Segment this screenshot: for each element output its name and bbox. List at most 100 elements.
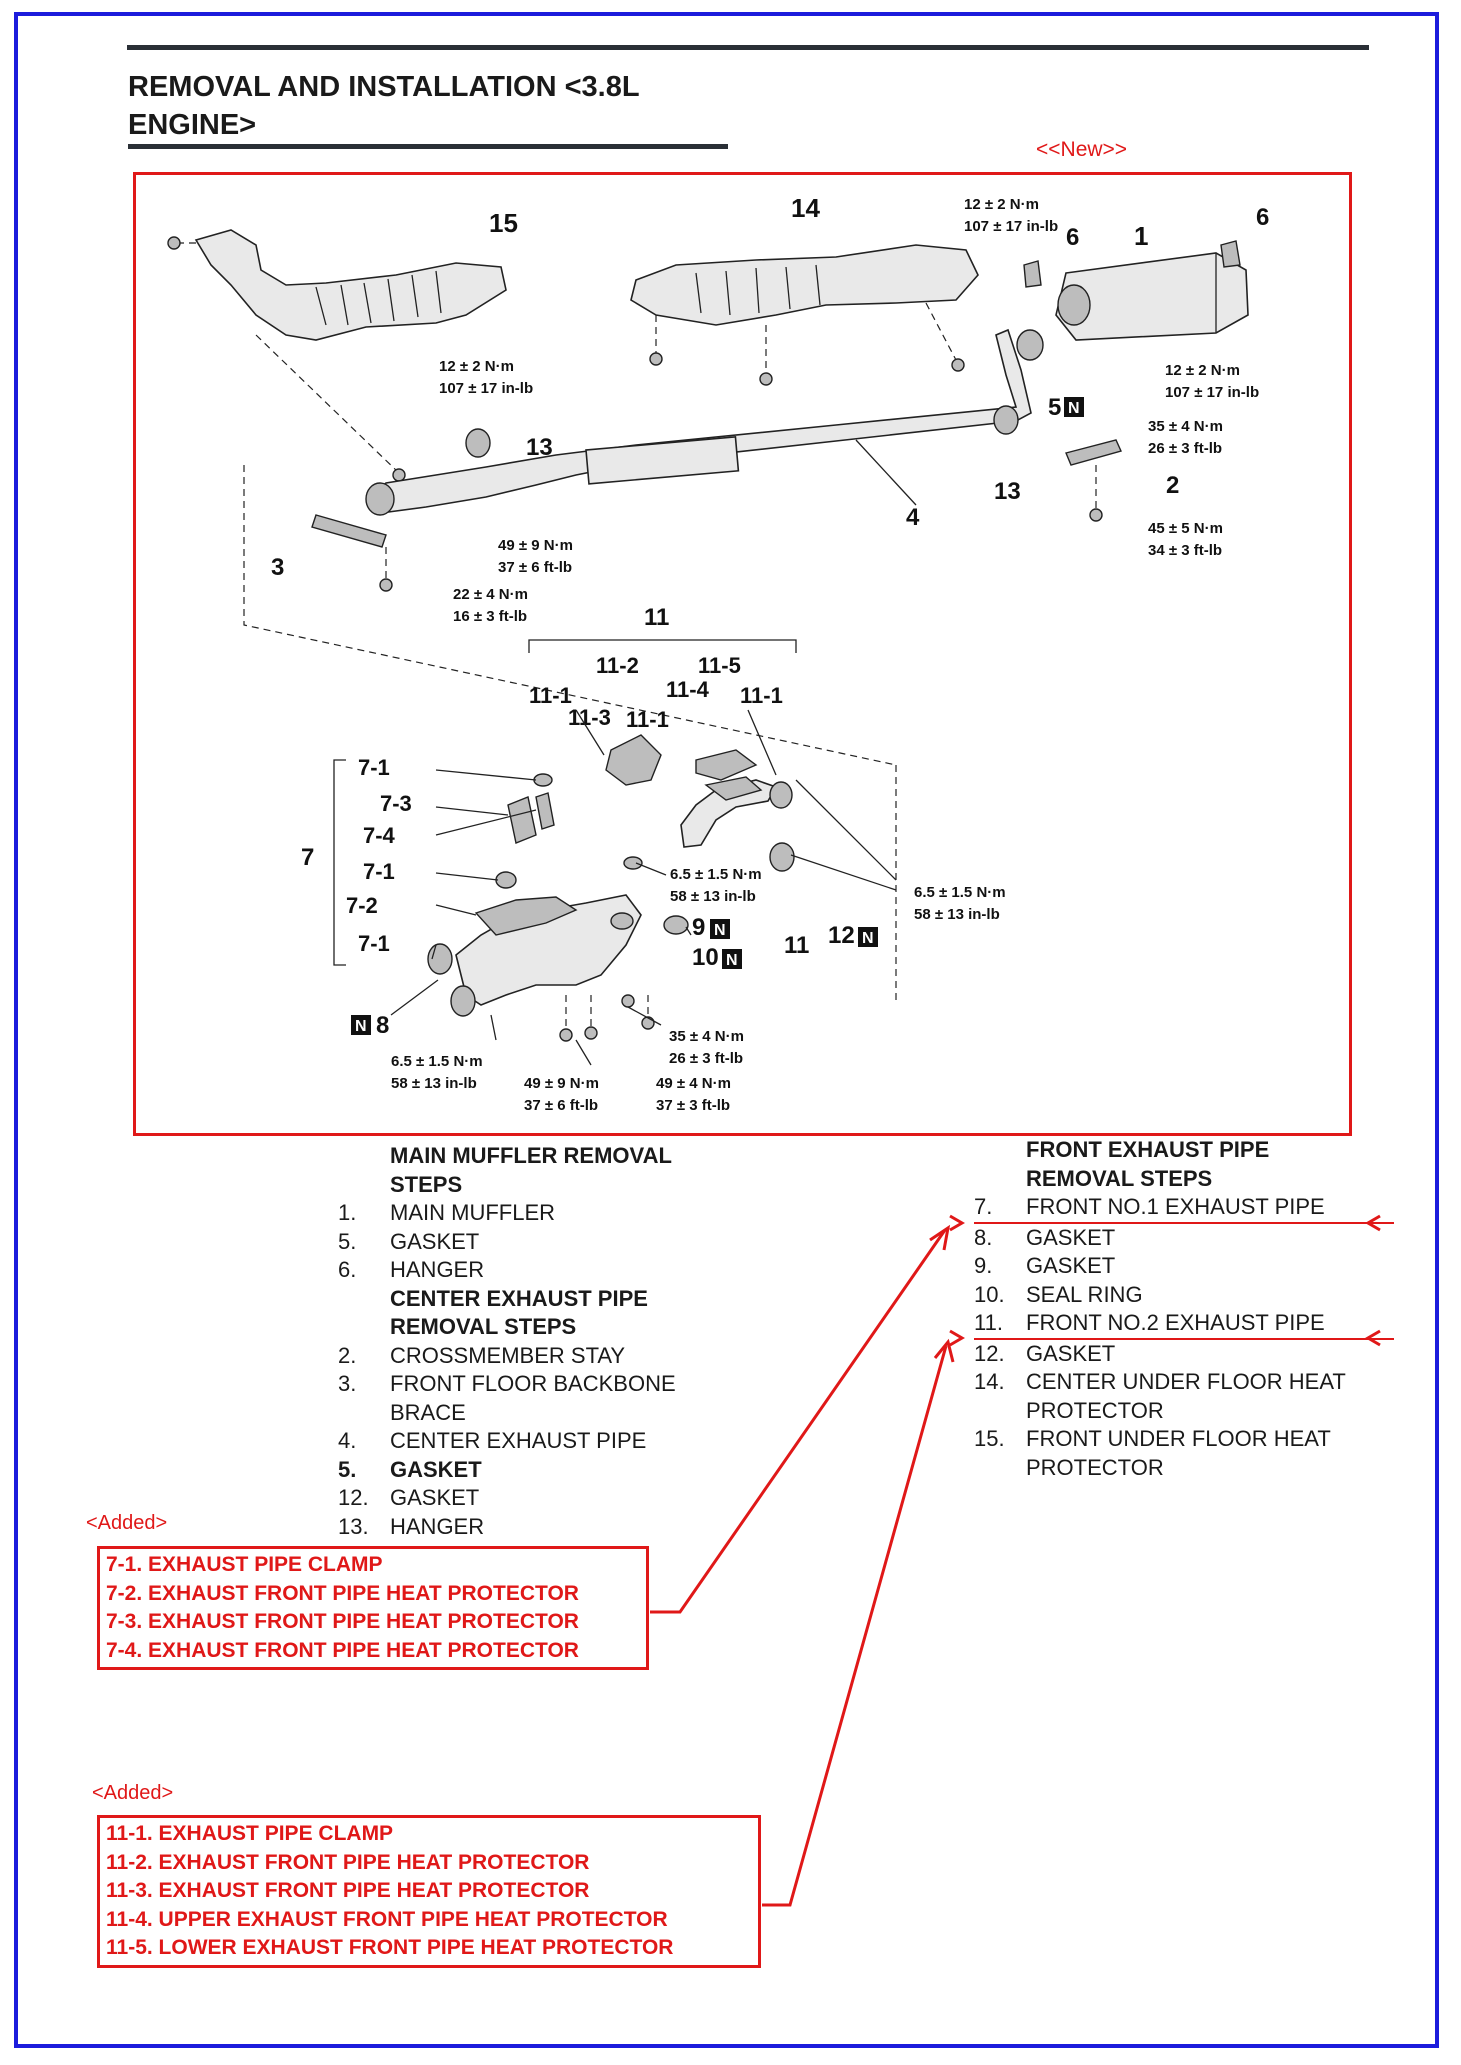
torque-9b: 58 ± 13 in-lb bbox=[670, 888, 756, 905]
new-mark-9-text: N bbox=[714, 922, 726, 939]
callout-11-2: 11-2 bbox=[596, 653, 639, 678]
torque-2b: 107 ± 17 in-lb bbox=[964, 218, 1058, 235]
torque-4b: 26 ± 3 ft-lb bbox=[1148, 440, 1222, 457]
part-6-hanger-b bbox=[1220, 240, 1241, 268]
added-tag-2: <Added> bbox=[92, 1782, 174, 1804]
new-mark-9 bbox=[710, 919, 730, 939]
callout-4: 4 bbox=[906, 504, 920, 531]
torque-6a: 49 ± 9 N·m bbox=[498, 537, 573, 554]
new-mark-8-text: N bbox=[355, 1018, 367, 1035]
list-item: 6.HANGER bbox=[338, 1257, 485, 1282]
part-11-5-protector bbox=[704, 776, 763, 801]
new-mark-8 bbox=[351, 1015, 371, 1035]
added-box-1: 7-1. EXHAUST PIPE CLAMP 7-2. EXHAUST FRO… bbox=[97, 1546, 649, 1670]
new-mark-10-text: N bbox=[726, 952, 738, 969]
callout-14: 14 bbox=[791, 193, 820, 223]
callout-15: 15 bbox=[489, 208, 518, 238]
torque-9a: 6.5 ± 1.5 N·m bbox=[670, 866, 762, 883]
added-2-item: 11-1. EXHAUST PIPE CLAMP bbox=[106, 1822, 394, 1845]
part-13-hanger bbox=[465, 428, 491, 458]
list-item: 13.HANGER bbox=[338, 1513, 485, 1539]
added-2-item: 11-4. UPPER EXHAUST FRONT PIPE HEAT PROT… bbox=[106, 1907, 668, 1931]
part-7-2-protector bbox=[474, 896, 578, 936]
main-muffler-header-2: STEPS bbox=[390, 1171, 463, 1197]
list-item: 4.CENTER EXHAUST PIPE bbox=[338, 1428, 647, 1453]
callout-11-3: 11-3 bbox=[568, 705, 611, 730]
list-item: 12.GASKET bbox=[974, 1340, 1116, 1366]
list-item: 1.MAIN MUFFLER bbox=[338, 1200, 555, 1225]
torque-7a: 22 ± 4 N·m bbox=[453, 586, 528, 603]
center-pipe-header-1: CENTER EXHAUST PIPE bbox=[390, 1285, 648, 1311]
part-1-main-muffler bbox=[1055, 252, 1249, 341]
list-item: PROTECTOR bbox=[1026, 1454, 1164, 1480]
torque-3b: 107 ± 17 in-lb bbox=[1165, 384, 1259, 401]
front-pipe-header-1: FRONT EXHAUST PIPE bbox=[1026, 1137, 1270, 1162]
torque-11a: 6.5 ± 1.5 N·m bbox=[914, 884, 1006, 901]
callout-7: 7 bbox=[301, 844, 314, 871]
torque-1a: 12 ± 2 N·m bbox=[439, 358, 514, 375]
callout-1: 1 bbox=[1134, 221, 1148, 251]
torque-10a: 35 ± 4 N·m bbox=[669, 1028, 744, 1045]
callout-11-4: 11-4 bbox=[666, 677, 710, 702]
page-frame bbox=[14, 12, 1439, 2048]
torque-13b: 37 ± 3 ft-lb bbox=[656, 1097, 730, 1114]
list-item: 9.GASKET bbox=[974, 1253, 1116, 1278]
added-2-item: 11-2. EXHAUST FRONT PIPE HEAT PROTECTOR bbox=[106, 1850, 590, 1874]
torque-10b: 26 ± 3 ft-lb bbox=[669, 1050, 743, 1067]
torque-5b: 34 ± 3 ft-lb bbox=[1148, 542, 1222, 559]
right-removal-steps: FRONT EXHAUST PIPE REMOVAL STEPS 7.FRONT… bbox=[974, 1136, 1394, 1482]
torque-5a: 45 ± 5 N·m bbox=[1148, 520, 1223, 537]
main-muffler-header-1: MAIN MUFFLER REMOVAL bbox=[390, 1143, 672, 1168]
callout-9: 9 bbox=[692, 914, 705, 941]
torque-2a: 12 ± 2 N·m bbox=[964, 196, 1039, 213]
added-1-item: 7-4. EXHAUST FRONT PIPE HEAT PROTECTOR bbox=[106, 1638, 579, 1662]
callout-11: 11 bbox=[644, 604, 669, 631]
new-mark-10 bbox=[722, 949, 742, 969]
part-11-2-protector bbox=[605, 734, 662, 786]
callout-7-2: 7-2 bbox=[346, 893, 378, 918]
new-tag: <<New>> bbox=[1036, 138, 1128, 161]
new-mark-12-text: N bbox=[862, 930, 874, 947]
part-15-heat-protector bbox=[194, 229, 507, 341]
callout-13a: 13 bbox=[526, 434, 553, 461]
torque-7b: 16 ± 3 ft-lb bbox=[453, 608, 527, 625]
part-5-gasket bbox=[1016, 329, 1044, 361]
added-box-2: 11-1. EXHAUST PIPE CLAMP 11-2. EXHAUST F… bbox=[97, 1815, 761, 1968]
torque-6b: 37 ± 6 ft-lb bbox=[498, 559, 572, 576]
callout-5: 5 bbox=[1048, 394, 1061, 421]
part-6-hanger bbox=[1023, 260, 1042, 288]
part-3-backbone-brace bbox=[311, 514, 387, 548]
exhaust-diagram-svg: 15 12 ± 2 N·m 107 ± 17 in-lb 14 1 12 ± 2… bbox=[167, 193, 1269, 1114]
title-line-1: REMOVAL AND INSTALLATION <3.8L bbox=[128, 71, 640, 103]
torque-12a: 49 ± 9 N·m bbox=[524, 1075, 599, 1092]
torque-3a: 12 ± 2 N·m bbox=[1165, 362, 1240, 379]
callout-7-1b: 7-1 bbox=[363, 859, 395, 884]
part-14-heat-protector bbox=[630, 244, 979, 326]
list-item: 5.GASKET bbox=[338, 1228, 480, 1254]
added-2-item: 11-3. EXHAUST FRONT PIPE HEAT PROTECTOR bbox=[106, 1879, 590, 1902]
part-13-hanger-b bbox=[993, 405, 1019, 435]
callout-11-1b: 11-1 bbox=[740, 683, 783, 708]
torque-8a: 6.5 ± 1.5 N·m bbox=[391, 1053, 483, 1070]
top-rule bbox=[127, 45, 1369, 50]
list-item: 8.GASKET bbox=[974, 1224, 1116, 1250]
callout-10: 10 bbox=[692, 944, 719, 971]
part-11-4-protector bbox=[695, 749, 758, 781]
callout-3: 3 bbox=[271, 554, 284, 581]
added-1-item: 7-3. EXHAUST FRONT PIPE HEAT PROTECTOR bbox=[106, 1610, 579, 1633]
title-underline bbox=[128, 144, 728, 149]
list-item: 15.FRONT UNDER FLOOR HEAT bbox=[974, 1426, 1331, 1451]
part-7-4-protector bbox=[535, 792, 555, 830]
exhaust-diagram: 15 12 ± 2 N·m 107 ± 17 in-lb 14 1 12 ± 2… bbox=[133, 172, 1352, 1136]
new-mark-5-text: N bbox=[1068, 400, 1080, 417]
list-item: 12.GASKET bbox=[338, 1485, 480, 1510]
callout-7-4: 7-4 bbox=[363, 823, 396, 848]
part-7-1-clamp bbox=[533, 773, 553, 787]
callout-11-5: 11-5 bbox=[698, 653, 741, 678]
added-2-item: 11-5. LOWER EXHAUST FRONT PIPE HEAT PROT… bbox=[106, 1936, 674, 1959]
list-item: 5.GASKET bbox=[338, 1456, 482, 1482]
new-mark-12 bbox=[858, 927, 878, 947]
callout-7-1c: 7-1 bbox=[358, 931, 390, 956]
callout-6: 6 bbox=[1066, 224, 1079, 251]
callout-2: 2 bbox=[1166, 472, 1179, 499]
